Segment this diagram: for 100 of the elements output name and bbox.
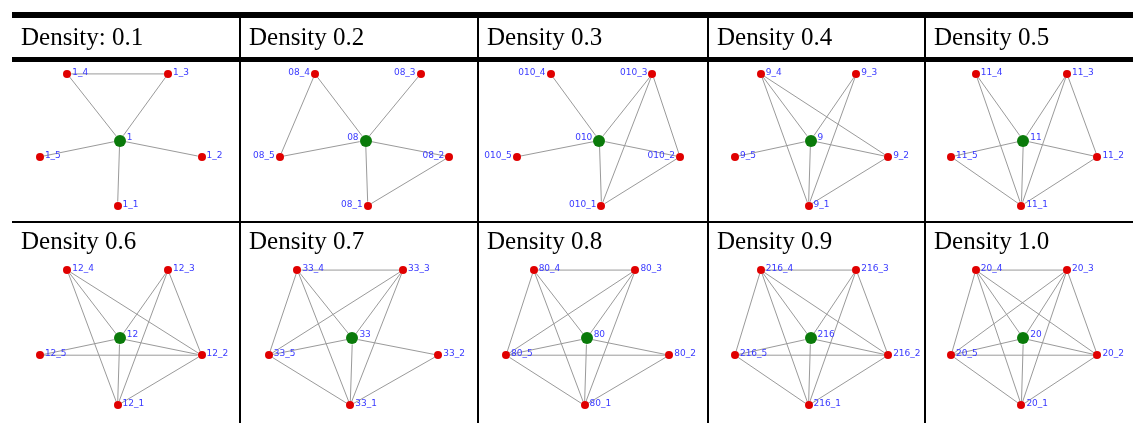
node-label: 11 — [1030, 131, 1042, 142]
node-label: 11_5 — [956, 149, 978, 160]
graph-edge — [761, 77, 808, 203]
column-header: Density 0.3 — [487, 22, 603, 52]
node-label: 010_5 — [484, 149, 512, 160]
node-label: 010_1 — [569, 198, 597, 209]
graph-edge — [811, 356, 886, 404]
node-label: 1_5 — [44, 149, 61, 160]
node-label: 20_2 — [1102, 348, 1125, 359]
graph-edge — [979, 269, 1064, 271]
graph-edge — [737, 356, 806, 404]
graph-edge — [953, 357, 1019, 404]
node-label: 11_3 — [1072, 66, 1094, 77]
graph-edge — [272, 339, 347, 355]
graph-edge — [953, 271, 1065, 354]
graph-edge — [117, 146, 120, 203]
graph-edge — [168, 273, 201, 352]
graph-edge — [69, 76, 117, 137]
graph-edge — [584, 344, 587, 402]
node-label: 216_4 — [765, 263, 794, 274]
graph-edge — [589, 272, 634, 335]
graph-edge — [653, 77, 680, 154]
node-label: 1_3 — [173, 66, 189, 77]
graph-edge — [122, 76, 167, 137]
node-label: 216_1 — [813, 398, 841, 409]
column-header: Density 0.2 — [249, 22, 365, 52]
graph-edge — [1021, 146, 1024, 203]
graph-edge — [763, 271, 886, 354]
graph-edge — [70, 271, 199, 354]
node-label: 010 — [575, 131, 593, 142]
node-label: 33_5 — [273, 348, 296, 359]
node-label: 80_5 — [511, 348, 533, 359]
graph-edge — [1067, 77, 1097, 154]
node-label: 80_4 — [538, 263, 561, 274]
graph-edge — [552, 76, 597, 137]
column-header: Density 0.5 — [934, 22, 1050, 52]
node-label: 33_3 — [408, 263, 430, 274]
graph-edge — [977, 76, 1021, 137]
node-label: 08_4 — [288, 66, 310, 77]
node-label: 1_4 — [72, 66, 89, 77]
graph-edge — [738, 354, 885, 356]
node-label: 80 — [593, 329, 606, 340]
node-label: 12 — [126, 329, 139, 340]
node-label: 20_1 — [1026, 398, 1049, 409]
graph-edge — [738, 339, 806, 355]
graph-edge — [125, 141, 199, 157]
graph-edge — [857, 273, 888, 352]
node-label: 9_3 — [861, 66, 878, 77]
graph-edge — [592, 339, 666, 355]
graph-edge — [43, 339, 115, 355]
graph-edge — [809, 77, 856, 203]
graph-edge — [763, 75, 886, 156]
graph-edge — [508, 356, 582, 404]
graph-edge — [300, 269, 400, 271]
column-header: Density 0.9 — [717, 226, 833, 256]
graph-edge — [738, 141, 806, 157]
graph-edge — [1028, 141, 1094, 157]
node-label: 20_5 — [956, 348, 978, 359]
node-label: 12_3 — [173, 263, 195, 274]
node-label: 216_2 — [893, 348, 921, 359]
graph-edge — [813, 272, 855, 334]
column-header: Density 1.0 — [934, 226, 1050, 256]
graph-edge — [534, 273, 584, 403]
node-label: 12_4 — [72, 263, 94, 274]
graph-edge — [951, 273, 976, 352]
node-label: 9_4 — [765, 66, 782, 77]
node-label: 08_2 — [422, 149, 445, 160]
graph-edge — [735, 273, 761, 352]
node-label: 010_2 — [647, 149, 675, 160]
graph-edge — [43, 141, 115, 157]
node-label: 20_4 — [980, 263, 1003, 274]
graph-edge — [764, 269, 853, 271]
graph-edge — [976, 273, 1021, 403]
node-label: 80_1 — [589, 398, 612, 409]
graph-edge — [70, 73, 165, 75]
graph-edge — [509, 354, 666, 356]
node-label: 80_2 — [674, 348, 696, 359]
graph-edge — [813, 76, 855, 137]
node-label: 12_5 — [44, 348, 67, 359]
graph-edge — [954, 339, 1018, 355]
node-label: 216 — [817, 329, 835, 340]
graph-edge — [808, 146, 811, 203]
graph-edge — [520, 141, 594, 157]
graph-edge — [271, 356, 348, 404]
graph-edge — [509, 339, 582, 355]
graph-edge — [118, 273, 168, 403]
node-label: 1 — [126, 131, 133, 142]
graph-edge — [351, 273, 403, 403]
graph-edge — [349, 344, 353, 402]
node-label: 33_1 — [355, 398, 377, 409]
node-label: 08 — [347, 131, 359, 142]
graph-edge — [602, 76, 651, 137]
node-label: 20 — [1030, 329, 1042, 340]
node-label: 11_1 — [1026, 198, 1049, 209]
graph-edge — [977, 272, 1021, 335]
graph-edge — [815, 339, 885, 355]
graph-edge — [1026, 76, 1066, 136]
graph-edge — [954, 354, 1094, 356]
node-label: 11_4 — [980, 66, 1003, 77]
node-label: 9_2 — [893, 149, 910, 160]
